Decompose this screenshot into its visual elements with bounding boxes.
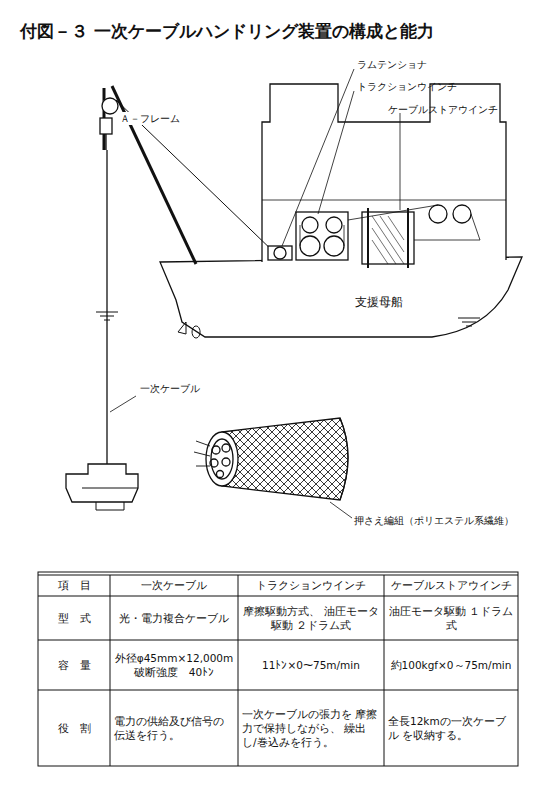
figure-title: 付図－３ 一次ケーブルハンドリング装置の構成と能力 [20,20,434,42]
table-cell: 電力の供給及び信号の 伝送を行う。 [110,690,238,766]
table-cell: 一次ケーブル [110,575,238,596]
table-cell: 11ﾄﾝ×0～75m/min [238,640,384,690]
table-cell: 光・電力複合ケーブル [110,596,238,640]
table-cell: トラクションウインチ [238,575,384,596]
primary-cable [106,150,107,464]
table-cell: ケーブルストアウインチ [384,575,518,596]
cable-store-winch [362,212,414,264]
table-cell: 型 式 [38,596,110,640]
part-label: ラムテンショナ [357,58,427,71]
sheave [102,98,118,114]
ship-hull [160,257,522,337]
part-label: トラクションウインチ [357,80,457,93]
table-cell: 油圧モータ駆動 １ドラム式 [384,596,518,640]
table-cell: 項 目 [38,575,110,596]
table-cell: 摩擦駆動方式、 油圧モータ駆動 ２ドラム式 [238,596,384,640]
table-cell: 約100kgf×0～75m/min [384,640,518,690]
traction-winch [296,212,348,260]
vehicle [66,464,138,502]
table-cell: 容 量 [38,640,110,690]
ram-tensioner [268,246,292,260]
cable [116,100,278,256]
table-cell: 役 割 [38,690,110,766]
table-grid [38,572,518,766]
part-label: 一次ケーブル [138,382,202,395]
part-label: 支援母船 [355,295,403,311]
part-label: Ａ－フレーム [118,112,182,125]
table-cell: 一次ケーブルの張力を 摩擦力で保持しながら、 繰出し/巻込みを行う。 [238,690,384,766]
cable-section [222,418,348,500]
table-cell: 全長12kmの一次ケーブル を収納する。 [384,690,518,766]
part-label: 押さえ編組（ポリエステル系繊維） [352,514,516,527]
part-label: ケーブルストアウインチ [388,103,498,116]
table-cell: 外径φ45mm×12,000m 破断強度 40ﾄﾝ [110,640,238,690]
